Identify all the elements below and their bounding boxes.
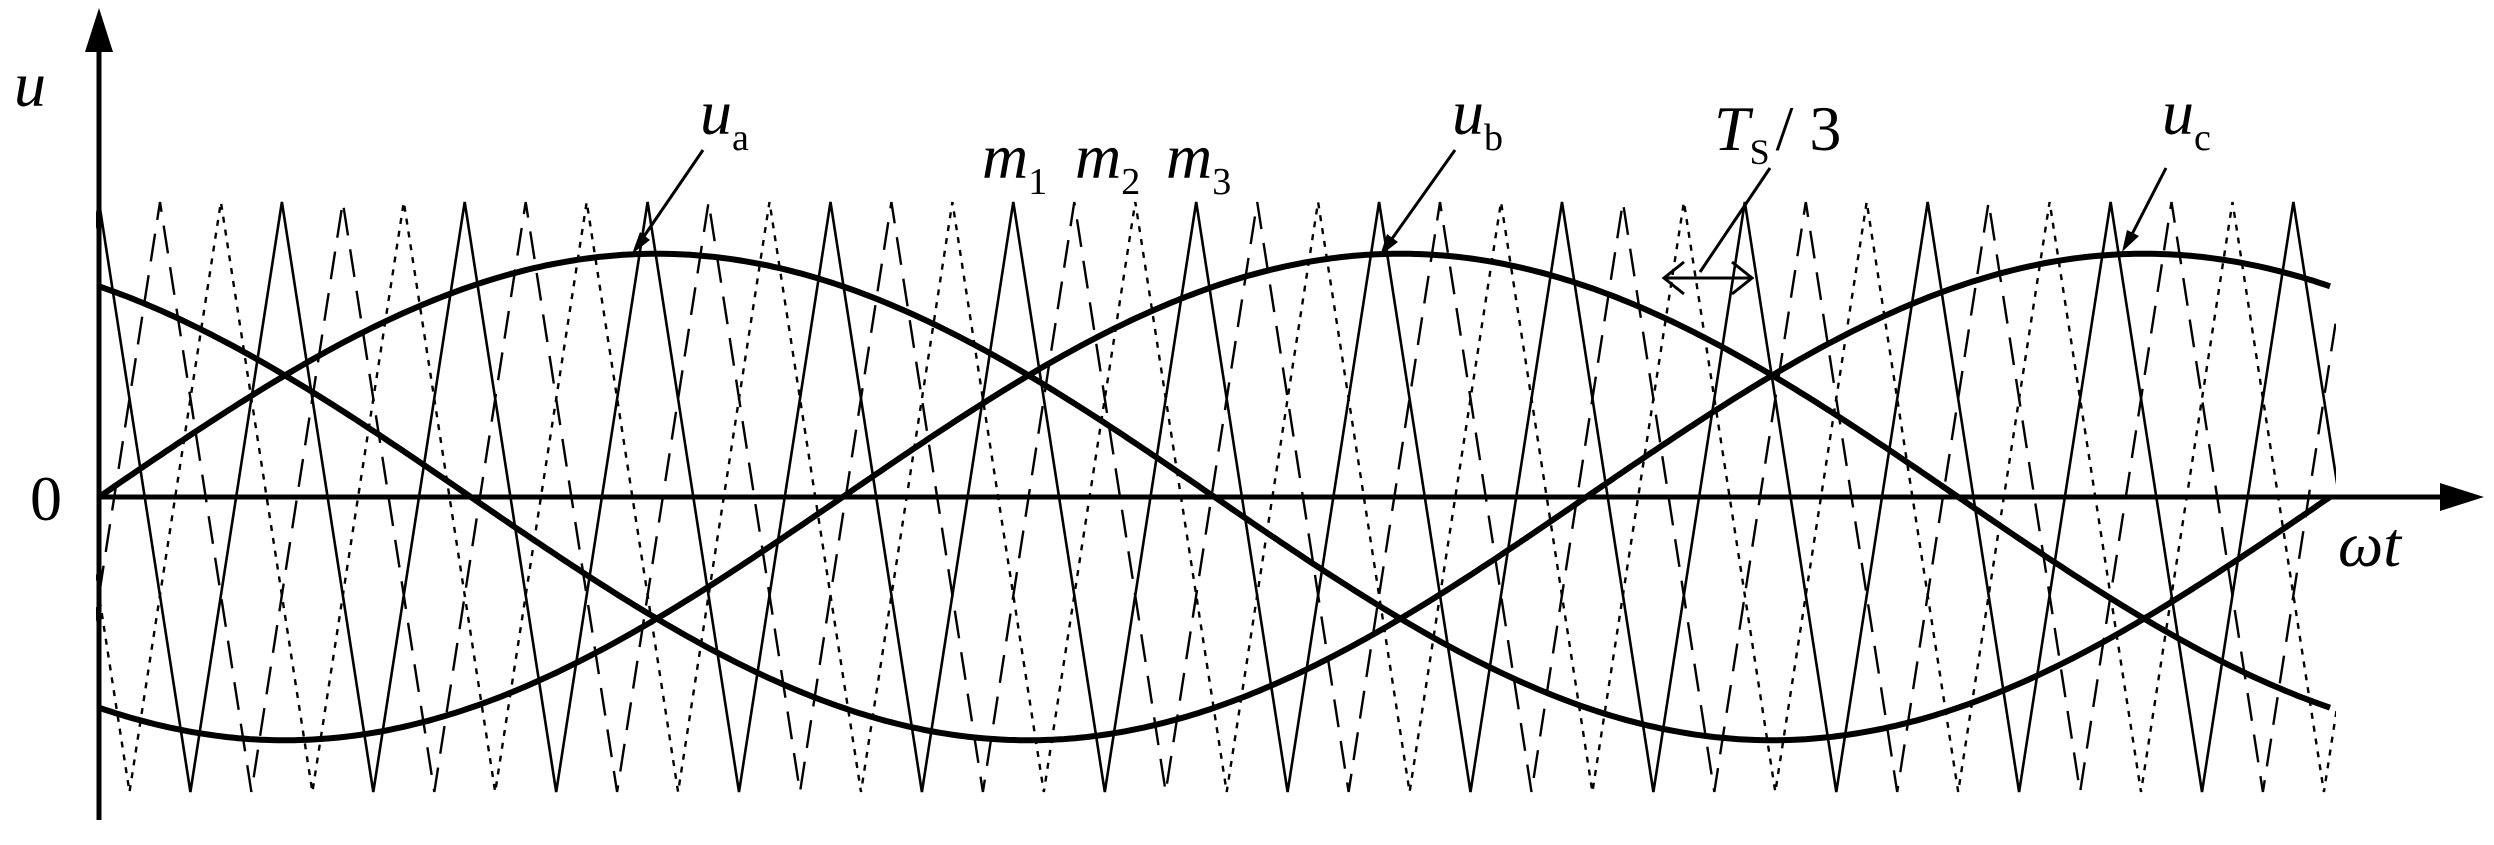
ts-dimension-arrow-left bbox=[1661, 260, 1685, 296]
ub-pointer-head bbox=[1380, 234, 1398, 256]
ts-dimension-arrow-right bbox=[1731, 260, 1755, 296]
m3-label-main: m bbox=[1166, 121, 1212, 192]
ts-label-rest: / 3 bbox=[1776, 93, 1842, 164]
m2-label: m2 bbox=[1075, 121, 1140, 203]
y-axis-label: u bbox=[14, 49, 46, 120]
ub-label-main: u bbox=[1452, 77, 1484, 148]
m1-label: m1 bbox=[982, 121, 1047, 203]
ts-pointer bbox=[1698, 167, 1772, 273]
ua-label-sub: a bbox=[732, 117, 749, 159]
carrier-m3 bbox=[96, 201, 2336, 793]
m1-label-sub: 1 bbox=[1028, 161, 1047, 203]
uc-label-main: u bbox=[2162, 77, 2194, 148]
ts-label: TS/ 3 bbox=[1714, 93, 1841, 172]
ts-label-sub: S bbox=[1750, 132, 1770, 172]
m1-label-main: m bbox=[982, 121, 1028, 192]
ub-label-sub: b bbox=[1484, 117, 1503, 159]
carrier-m2 bbox=[96, 201, 2336, 793]
m2-label-main: m bbox=[1075, 121, 1121, 192]
x-axis-arrowhead bbox=[2440, 483, 2484, 511]
ub-pointer bbox=[1382, 149, 1457, 251]
uc-label-sub: c bbox=[2194, 117, 2211, 159]
ua-label-main: u bbox=[700, 77, 732, 148]
ua-label: ua bbox=[700, 77, 749, 159]
ub-label: ub bbox=[1452, 77, 1503, 159]
origin-label: 0 bbox=[30, 463, 62, 534]
m2-label-sub: 2 bbox=[1121, 161, 1140, 203]
x-axis-label: ωt bbox=[2338, 509, 2403, 580]
uc-pointer-head bbox=[2122, 230, 2139, 252]
ua-pointer bbox=[634, 149, 705, 249]
ua-pointer-head bbox=[632, 232, 650, 254]
m3-label: m3 bbox=[1166, 121, 1231, 203]
uc-label: uc bbox=[2162, 77, 2211, 159]
m3-label-sub: 3 bbox=[1212, 161, 1231, 203]
ts-label-main: T bbox=[1714, 93, 1754, 164]
y-axis-arrowhead bbox=[85, 8, 113, 52]
